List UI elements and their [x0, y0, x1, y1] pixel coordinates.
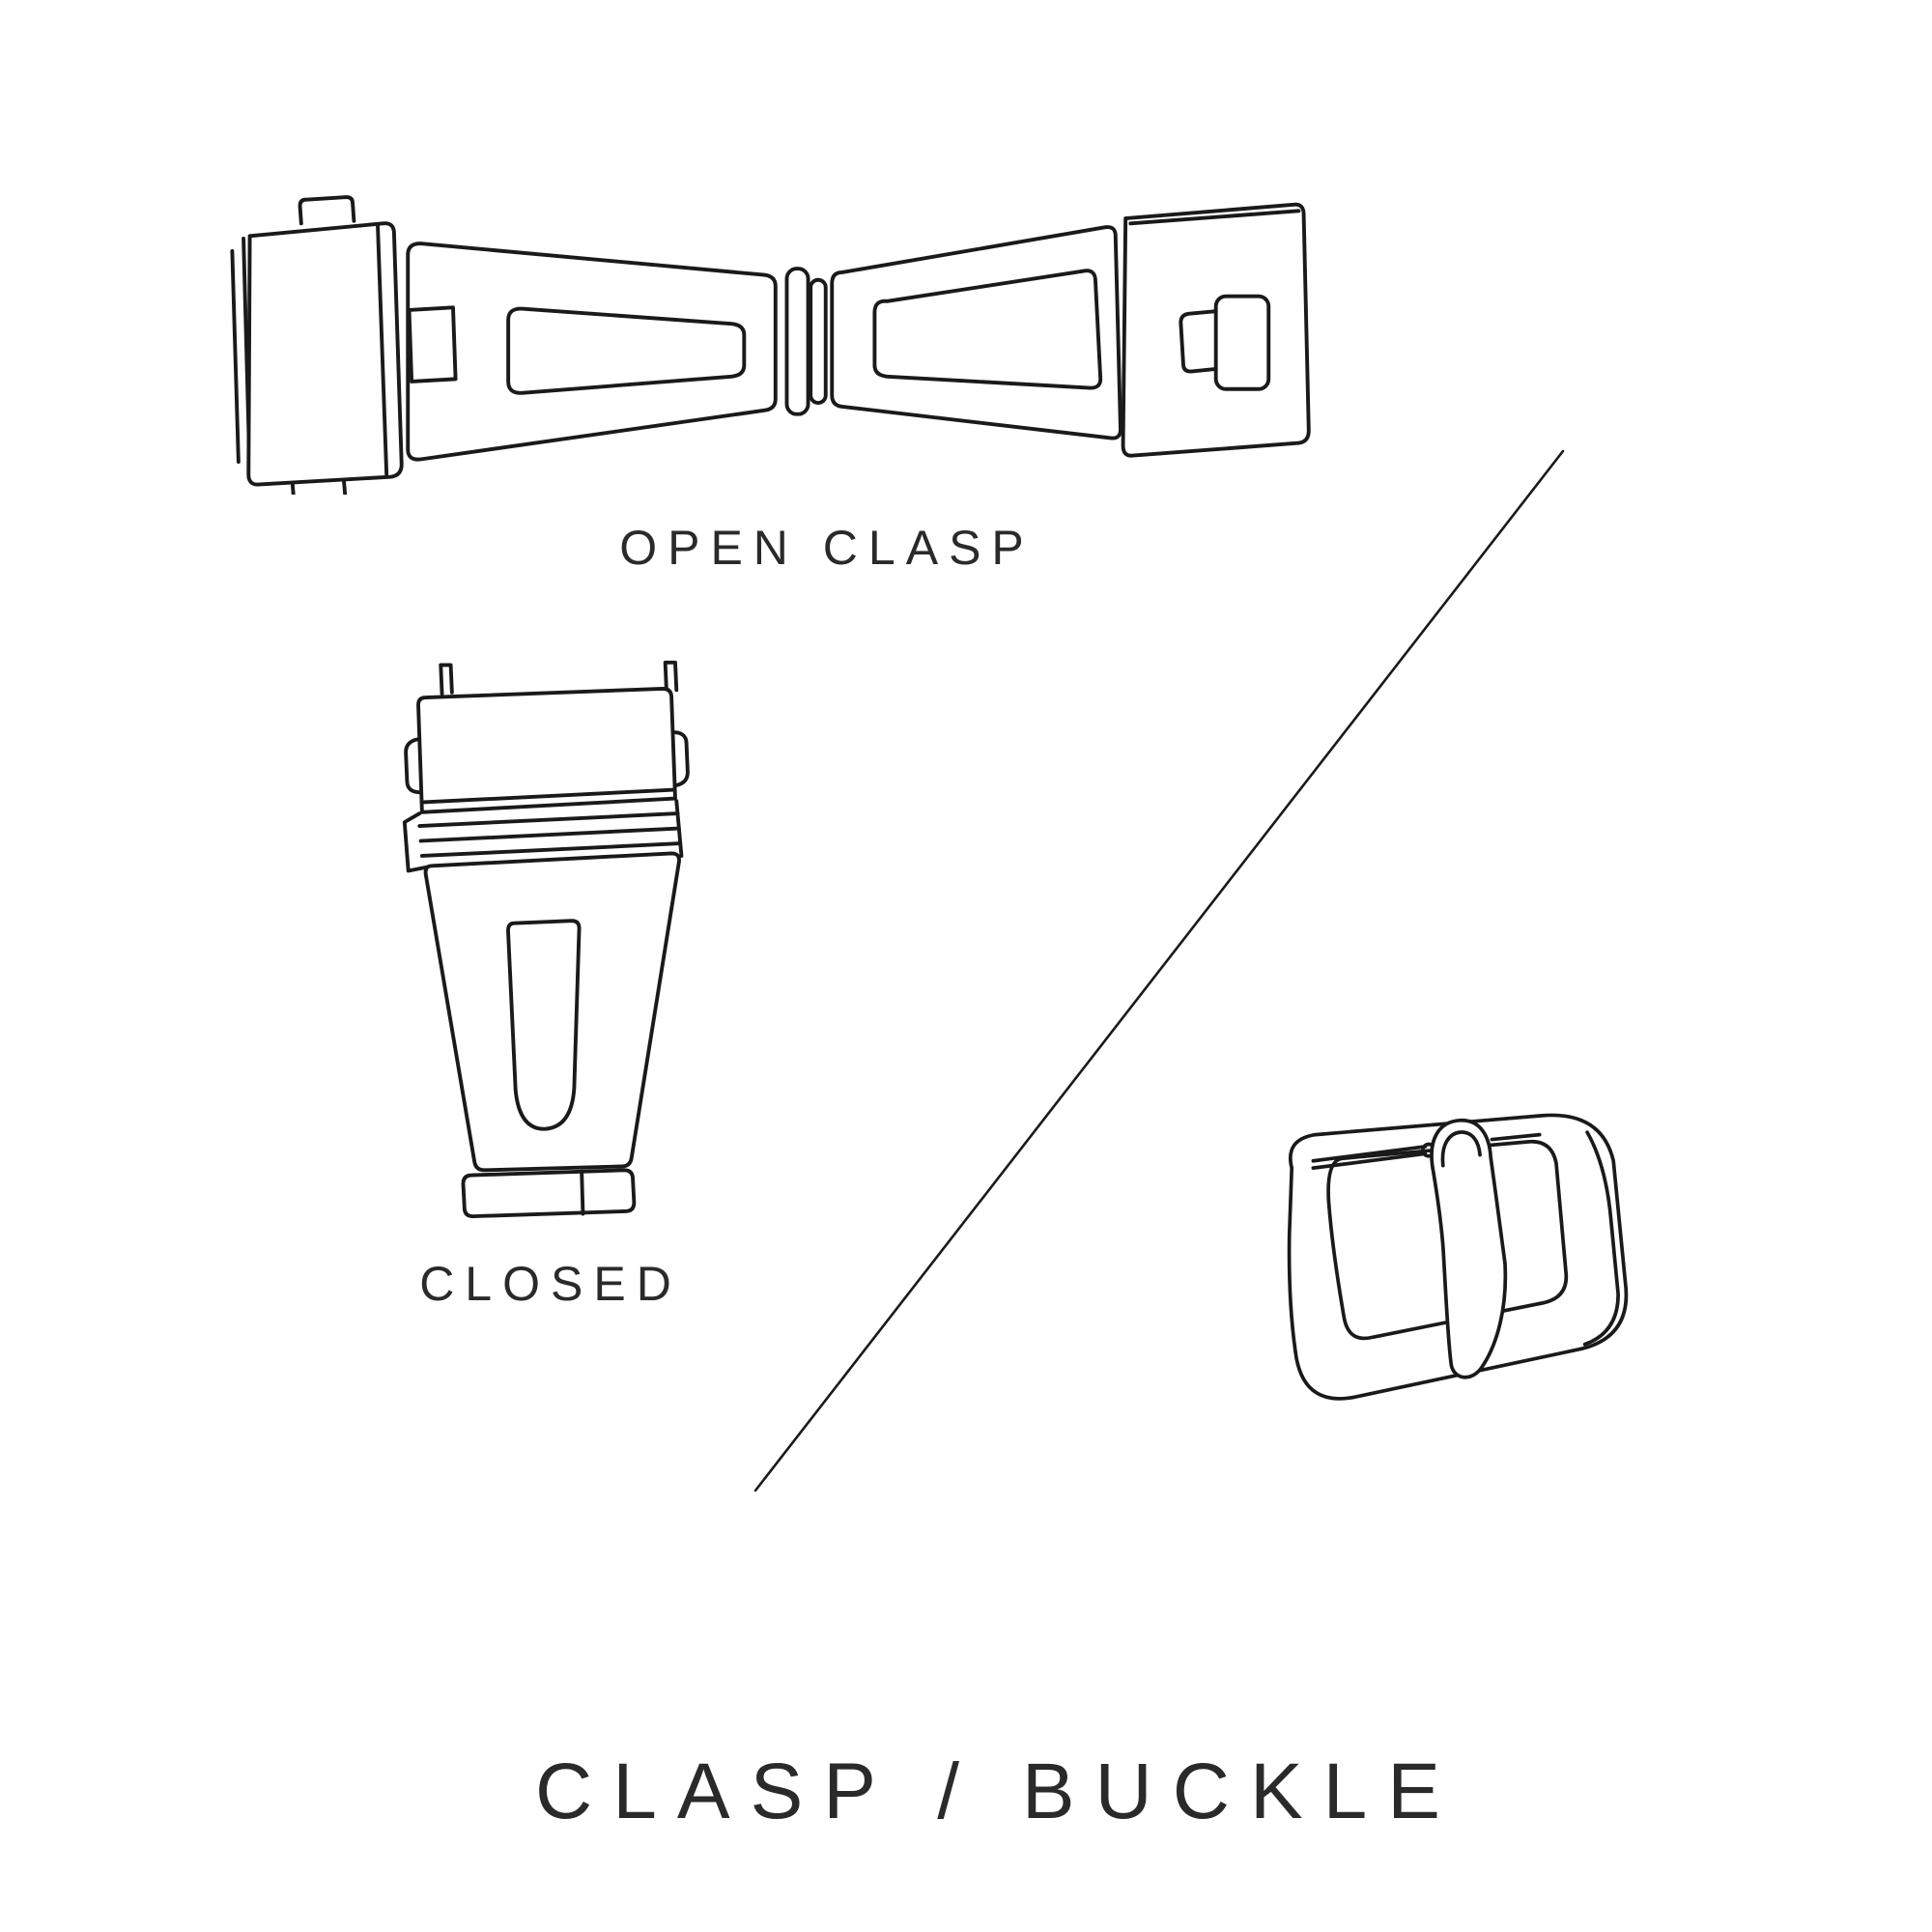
open-clasp-right-arm	[830, 225, 1122, 440]
open-clasp-left-arm	[406, 242, 778, 462]
open-clasp-left-fold	[230, 195, 404, 495]
diagonal-divider-line	[753, 449, 1565, 1492]
page-title: CLASP / BUCKLE	[535, 1747, 1461, 1835]
buckle-tang	[1430, 1118, 1508, 1379]
pin-buckle-illustration	[1287, 1113, 1629, 1401]
open-clasp-center-hinge	[784, 267, 828, 416]
closed-clasp-prongs	[439, 660, 679, 696]
closed-clasp-label: CLOSED	[419, 1257, 682, 1311]
open-clasp-end-link	[1121, 202, 1311, 458]
closed-clasp-side-ears	[404, 730, 690, 795]
buckle-pin-axis	[1311, 1132, 1542, 1170]
open-clasp-illustration	[230, 195, 1311, 495]
closed-clasp-bottom-bar	[461, 1168, 637, 1219]
closed-clasp-body	[423, 851, 681, 1173]
closed-clasp-cover	[416, 687, 677, 814]
closed-clasp-illustration	[402, 660, 690, 1219]
closed-clasp-ridge-band	[402, 799, 684, 873]
open-clasp-label: OPEN CLASP	[619, 521, 1035, 575]
